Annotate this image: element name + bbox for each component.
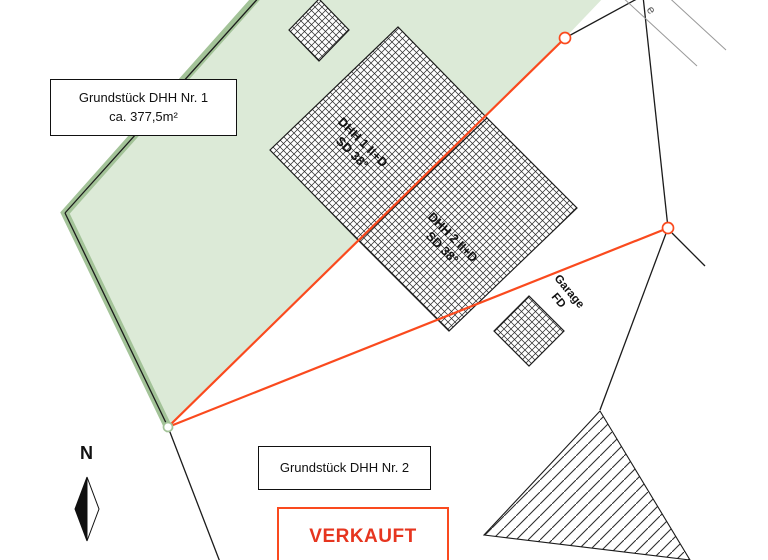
vertex-marker-south	[162, 421, 174, 433]
vertex-marker-north	[558, 31, 572, 45]
boundary-line-southeast	[599, 227, 669, 411]
boundary-line-east	[642, 0, 669, 229]
dhh2-building	[358, 117, 578, 332]
boundary-line-northeast	[564, 0, 637, 39]
street-edge-line-2	[670, 0, 727, 51]
compass-needle-icon	[74, 476, 100, 542]
plot1-area-value: ca. 377,5m²	[109, 108, 178, 124]
boundary-line-west	[64, 212, 169, 428]
boundary-tick-line	[671, 232, 706, 267]
orange-division-line-2	[167, 226, 669, 429]
verkauft-status-label: VERKAUFT	[309, 526, 417, 547]
boundary-line-southwest	[167, 426, 220, 560]
orange-division-line-1	[167, 37, 566, 428]
plot1-label-box: Grundstück DHH Nr. 1 ca. 377,5m²	[50, 79, 237, 136]
verkauft-status-box: VERKAUFT	[277, 507, 449, 560]
small-annex-building	[288, 0, 350, 62]
street-edge-line-1	[624, 0, 698, 67]
garage-building	[493, 295, 565, 367]
neighbor-building-hatch	[482, 410, 691, 560]
plot1-label-line1: Grundstück DHH Nr. 1	[78, 89, 209, 105]
plot2-label-box: Grundstück DHH Nr. 2	[258, 446, 431, 490]
north-label: N	[80, 443, 93, 463]
vertex-marker-east	[661, 221, 675, 235]
plot2-label: Grundstück DHH Nr. 2	[279, 459, 410, 475]
